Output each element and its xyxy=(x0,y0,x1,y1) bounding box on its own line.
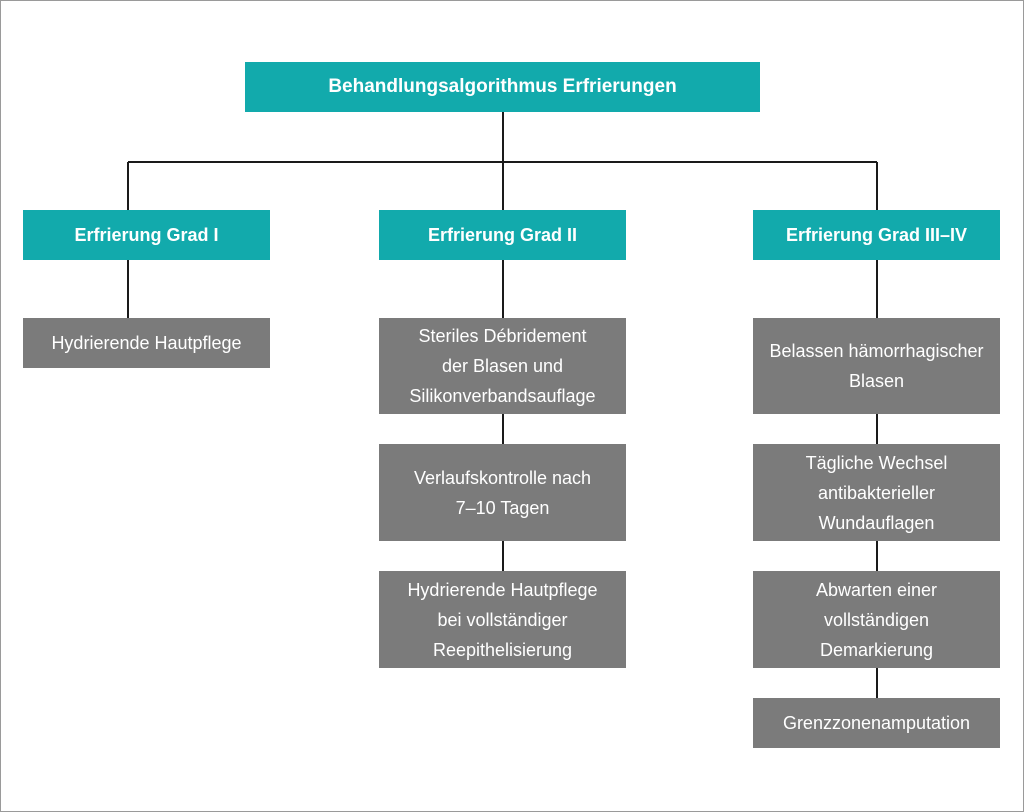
grade-3-4-step-1-text: Belassen hämorrhagischer Blasen xyxy=(769,341,984,391)
grade-3-4-step-3: Abwarten einer vollständigen Demarkierun… xyxy=(753,571,1000,668)
grade-2-step-1-text: Steriles Débridement der Blasen und Sili… xyxy=(409,326,596,406)
grade-2-label: Erfrierung Grad II xyxy=(427,224,578,245)
grade-3-4-step-4-text: Grenzzonenamputation xyxy=(782,713,971,733)
grade-2-step-3: Hydrierende Hautpflege bei vollständiger… xyxy=(379,571,626,668)
grade-1-step-1: Hydrierende Hautpflege xyxy=(23,318,270,368)
grade-3-4-label: Erfrierung Grad III–IV xyxy=(785,224,968,245)
grade-2-step-3-text: Hydrierende Hautpflege bei vollständiger… xyxy=(407,579,598,660)
grade-3-4-step-2-text: Tägliche Wechsel antibakterieller Wundau… xyxy=(805,452,948,533)
grade-3-4-step-4: Grenzzonenamputation xyxy=(753,698,1000,748)
grade-2-step-2-text: Verlaufskontrolle nach 7–10 Tagen xyxy=(413,467,592,518)
grade-1-header: Erfrierung Grad I xyxy=(23,210,270,260)
diagram-title: Behandlungsalgorithmus Erfrierungen xyxy=(328,76,677,97)
grade-3-4-step-2: Tägliche Wechsel antibakterieller Wundau… xyxy=(753,444,1000,541)
grade-2-step-2: Verlaufskontrolle nach 7–10 Tagen xyxy=(379,444,626,541)
grade-2-step-1: Steriles Débridement der Blasen und Sili… xyxy=(379,318,626,414)
grade-1-step-1-text: Hydrierende Hautpflege xyxy=(51,333,242,353)
grade-3-4-step-1: Belassen hämorrhagischer Blasen xyxy=(753,318,1000,414)
diagram-title-box: Behandlungsalgorithmus Erfrierungen xyxy=(245,62,760,112)
grade-3-4-header: Erfrierung Grad III–IV xyxy=(753,210,1000,260)
grade-2-header: Erfrierung Grad II xyxy=(379,210,626,260)
grade-3-4-step-3-text: Abwarten einer vollständigen Demarkierun… xyxy=(815,579,938,660)
grade-1-label: Erfrierung Grad I xyxy=(74,224,219,245)
